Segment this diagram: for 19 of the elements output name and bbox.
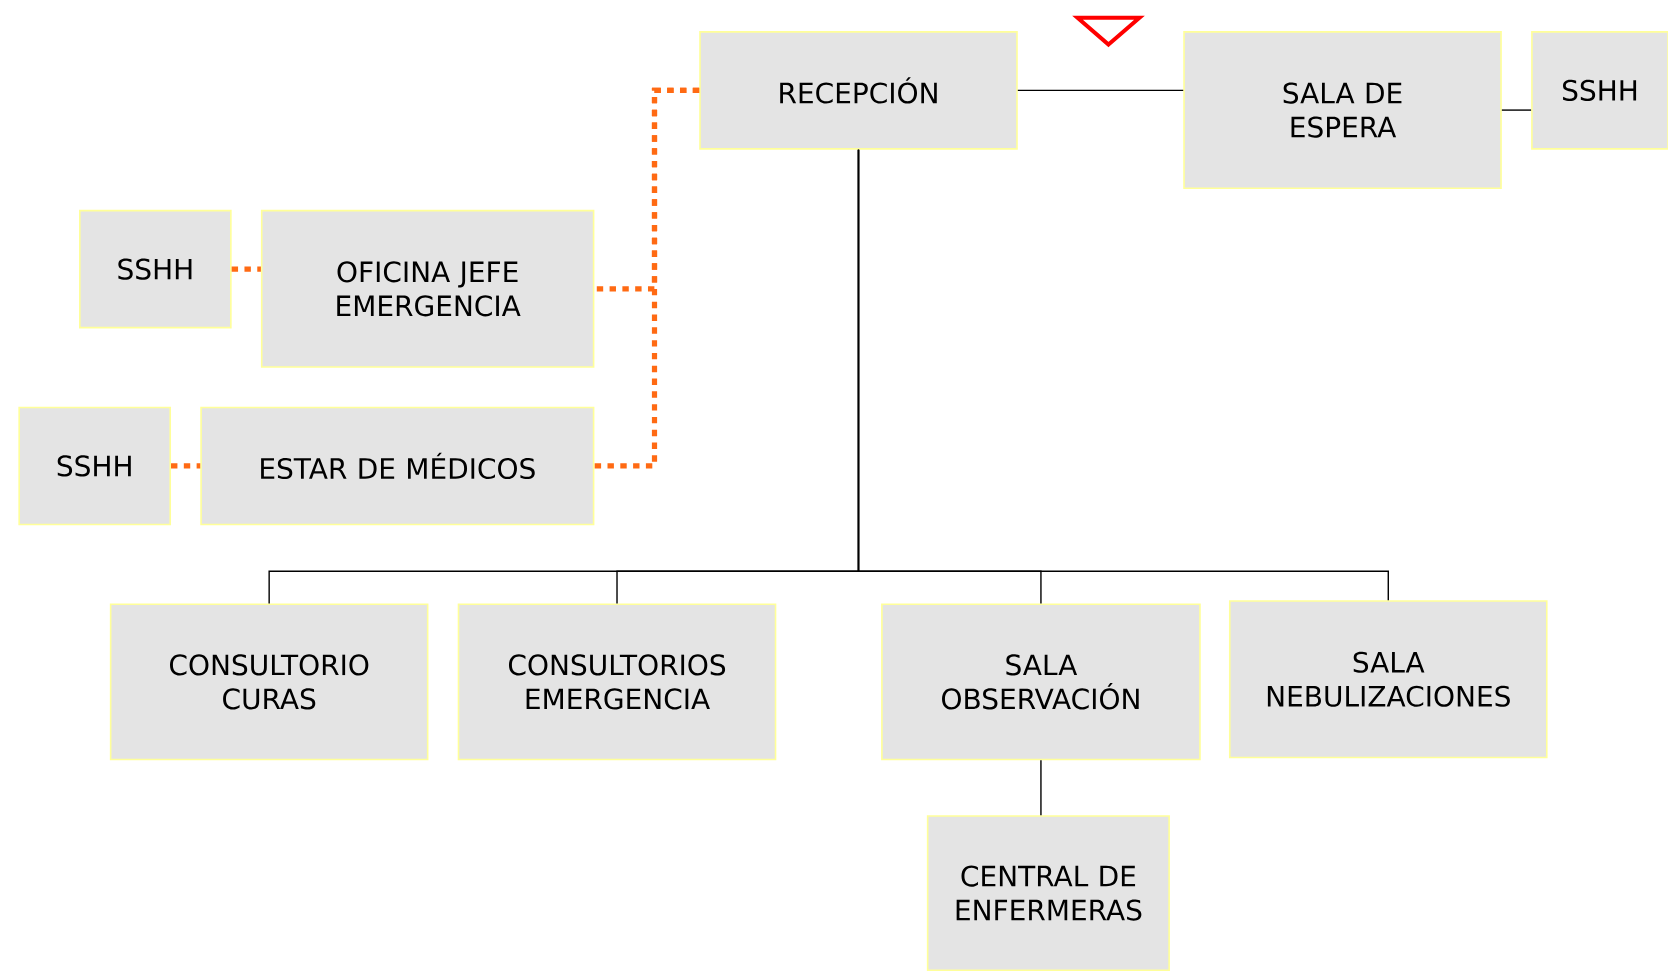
- room-box: CENTRAL DE ENFERMERAS: [926, 815, 1170, 971]
- connector-line: [857, 149, 1389, 601]
- room-box: SSHH: [18, 406, 171, 526]
- room-box: SSHH: [79, 209, 232, 329]
- room-box: ESTAR DE MÉDICOS: [200, 406, 595, 526]
- dotted-connector: [231, 266, 261, 272]
- room-box: SALA DE ESPERA: [1183, 31, 1502, 190]
- dotted-connector: [171, 463, 201, 469]
- room-box: CONSULTORIOS EMERGENCIA: [457, 603, 777, 761]
- room-box: SSHH: [1531, 31, 1668, 150]
- room-box: CONSULTORIO CURAS: [109, 603, 429, 761]
- room-box: OFICINA JEFE EMERGENCIA: [260, 209, 595, 368]
- room-box: SALA OBSERVACIÓN: [881, 603, 1201, 761]
- connector-line: [1040, 759, 1042, 816]
- room-box: RECEPCIÓN: [699, 31, 1018, 150]
- connector-line: [1017, 89, 1184, 92]
- room-box: SALA NEBULIZACIONES: [1228, 600, 1548, 759]
- dotted-connector: [594, 87, 700, 469]
- connector-line: [1501, 109, 1532, 111]
